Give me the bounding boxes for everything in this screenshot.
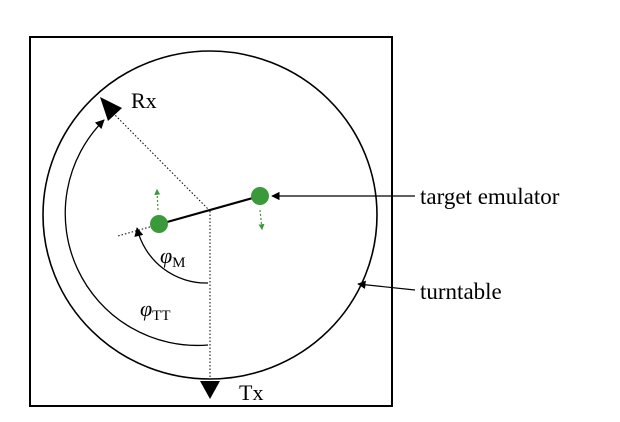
phi-m-symbol: φ — [160, 243, 172, 268]
target-emulator-label: target emulator — [420, 184, 560, 209]
phi-m-label: φM — [160, 243, 186, 271]
mount-arm — [159, 194, 261, 226]
rx-arrowhead — [100, 97, 122, 121]
phi-tt-label: φTT — [140, 296, 171, 324]
rx-direction-line — [111, 111, 211, 212]
phi-m-arc — [134, 227, 209, 284]
phi-tt-subscript: TT — [152, 308, 170, 324]
tx-arrowhead — [200, 381, 220, 399]
phi-tt-symbol: φ — [140, 296, 152, 321]
turntable-circle — [42, 50, 378, 380]
motion-arrow-right-icon — [258, 209, 265, 231]
phi-m-subscript: M — [172, 255, 185, 271]
tx-label: Tx — [239, 380, 263, 405]
target-dot-right — [251, 187, 269, 205]
motion-arrow-left-icon — [154, 188, 161, 211]
phi-tt-arc — [64, 119, 209, 347]
turntable-pointer — [357, 280, 416, 291]
chamber-frame — [29, 36, 393, 407]
target-dot-left — [150, 215, 168, 233]
rx-label: Rx — [131, 88, 157, 113]
turntable-label: turntable — [420, 279, 502, 304]
